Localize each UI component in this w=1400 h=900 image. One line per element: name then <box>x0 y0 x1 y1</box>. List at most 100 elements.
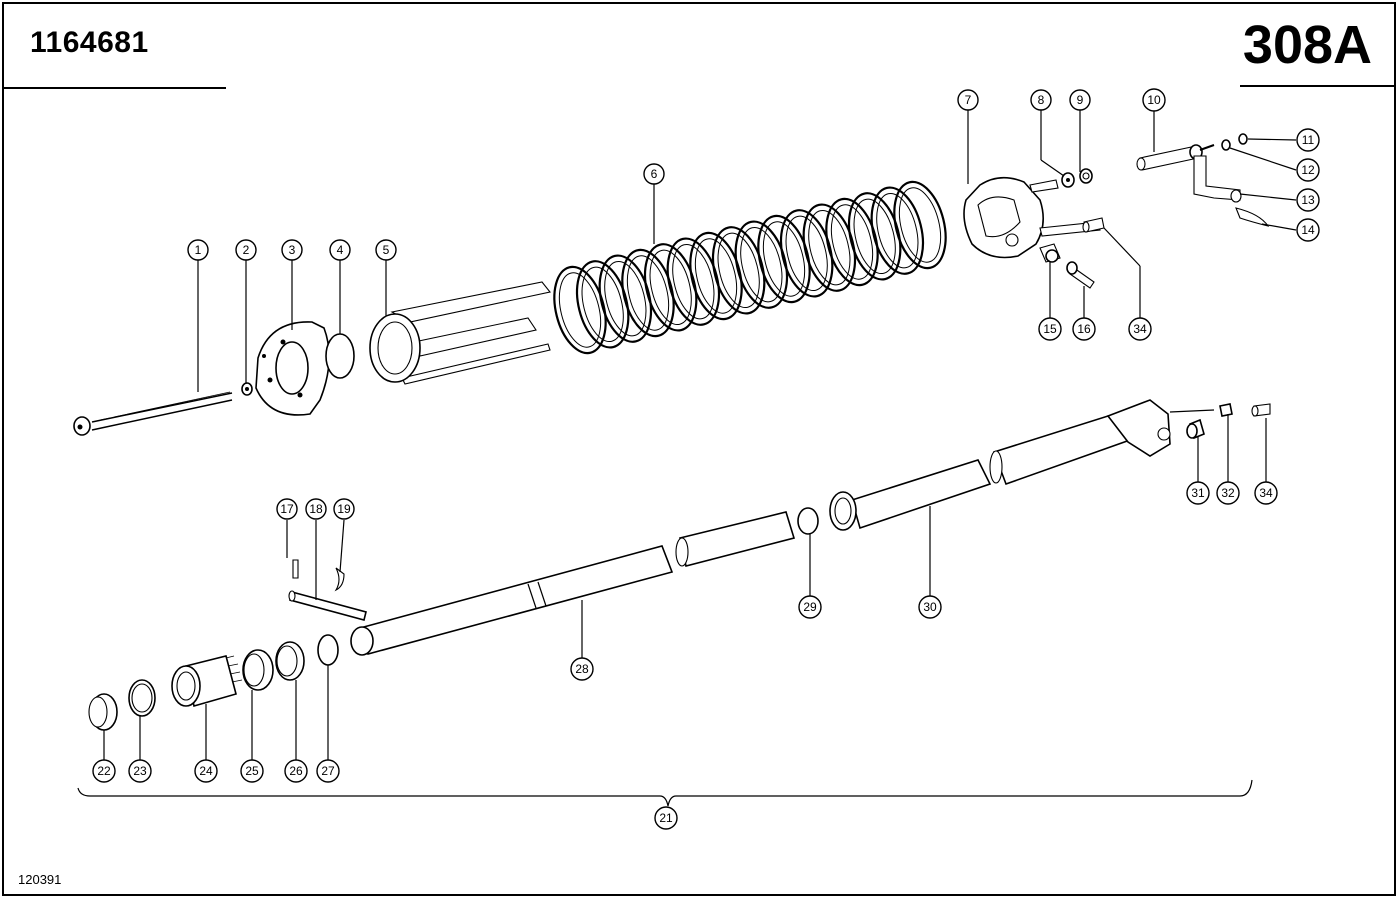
part-11-washer <box>1238 133 1248 145</box>
part-30-cylinder <box>829 399 1171 531</box>
part-31-nut <box>1186 418 1205 440</box>
svg-text:13: 13 <box>1301 193 1315 207</box>
part-22-seal <box>88 693 118 731</box>
svg-text:1: 1 <box>195 243 202 257</box>
part-number: 1164681 <box>30 26 149 59</box>
part-16-screw <box>1066 261 1095 289</box>
svg-text:7: 7 <box>965 93 972 107</box>
svg-text:28: 28 <box>575 662 589 676</box>
callout-17: 17 <box>276 498 298 520</box>
part-13-bracket <box>1193 155 1242 203</box>
callout-11: 11 <box>1296 128 1320 152</box>
callout-22: 22 <box>92 759 116 783</box>
callout-31: 31 <box>1186 481 1210 505</box>
callout-27: 27 <box>316 759 340 783</box>
svg-text:19: 19 <box>337 502 351 516</box>
spring-coil <box>779 209 834 298</box>
spring-coil-inner <box>626 255 670 331</box>
part-2-washer <box>241 382 253 396</box>
svg-text:11: 11 <box>1302 133 1315 147</box>
svg-text:10: 10 <box>1147 93 1161 107</box>
spring-coil-inner <box>740 227 783 303</box>
svg-text:12: 12 <box>1301 163 1315 177</box>
part-17-spring-pin <box>292 559 299 579</box>
callout-19: 19 <box>333 498 355 520</box>
svg-text:3: 3 <box>289 243 296 257</box>
spring-coil-inner <box>694 238 738 314</box>
callout-21: 21 <box>654 806 678 830</box>
svg-text:31: 31 <box>1191 486 1205 500</box>
spring-coil-inner <box>581 266 624 342</box>
callout-23: 23 <box>128 759 152 783</box>
callout-29: 29 <box>798 595 822 619</box>
spring-coil-inner <box>853 198 896 274</box>
callout-26: 26 <box>284 759 308 783</box>
svg-text:24: 24 <box>199 764 213 778</box>
spring-coil <box>802 203 857 292</box>
callout-18: 18 <box>305 498 327 520</box>
spring-coil <box>689 231 743 321</box>
callout-12: 12 <box>1296 158 1320 182</box>
part-19-spring-clip <box>334 567 345 592</box>
part-23-seal <box>128 679 156 717</box>
callout-7: 7 <box>957 89 979 111</box>
callout-30: 30 <box>918 595 942 619</box>
svg-text:34: 34 <box>1133 322 1147 336</box>
part-28-piston-rod <box>350 511 796 656</box>
spring-coil-inner <box>717 232 760 308</box>
callout-24: 24 <box>194 759 218 783</box>
part-32-grease-nipple <box>1219 403 1233 417</box>
spring-coil <box>711 226 766 315</box>
part-34-pin-lower <box>1251 403 1271 417</box>
part-9-nut <box>1079 168 1093 184</box>
callout-25: 25 <box>240 759 264 783</box>
svg-text:5: 5 <box>383 243 390 257</box>
svg-text:32: 32 <box>1221 486 1235 500</box>
part-4-ring <box>325 333 355 379</box>
spring-coil <box>666 237 721 326</box>
callout-1: 1 <box>187 239 209 261</box>
callout-6: 6 <box>643 163 665 185</box>
spring-coil <box>553 265 607 355</box>
spring-coil-inner <box>672 244 715 320</box>
part-24-guide <box>171 655 243 708</box>
svg-text:17: 17 <box>280 502 294 516</box>
spring-coil-inner <box>604 261 647 337</box>
callout-34-lower: 34 <box>1254 481 1278 505</box>
spring-coil-inner <box>898 187 942 263</box>
svg-text:22: 22 <box>97 764 111 778</box>
part-5-guide-sleeve <box>369 281 551 385</box>
part-1-long-bolt <box>73 391 233 436</box>
callout-16: 16 <box>1072 317 1096 341</box>
callout-13: 13 <box>1296 188 1320 212</box>
callout-32: 32 <box>1216 481 1240 505</box>
part-15-bolt <box>1039 243 1061 263</box>
callout-3: 3 <box>281 239 303 261</box>
spring-coil <box>847 192 902 281</box>
svg-text:34: 34 <box>1259 486 1273 500</box>
callout-9: 9 <box>1069 89 1091 111</box>
spring-coil <box>575 260 630 349</box>
svg-text:15: 15 <box>1043 322 1057 336</box>
svg-text:18: 18 <box>309 502 323 516</box>
spring-coil-inner <box>785 215 828 291</box>
assembly-21-brace <box>77 779 1253 807</box>
part-18-pin <box>288 590 367 621</box>
spring-coil-inner <box>558 272 602 348</box>
part-3-flange <box>255 321 330 416</box>
callout-8: 8 <box>1030 89 1052 111</box>
spring-coil <box>870 186 925 275</box>
svg-text:27: 27 <box>321 764 335 778</box>
part-27-circlip <box>317 634 339 666</box>
spring-coil <box>621 248 675 338</box>
svg-text:2: 2 <box>243 243 250 257</box>
part-14-split-pin <box>1235 207 1270 227</box>
svg-text:8: 8 <box>1038 93 1045 107</box>
part-25-seal <box>242 649 274 691</box>
svg-text:23: 23 <box>133 764 147 778</box>
part-8-washer <box>1061 172 1075 188</box>
part-12-ring <box>1221 139 1231 151</box>
svg-text:30: 30 <box>923 600 937 614</box>
